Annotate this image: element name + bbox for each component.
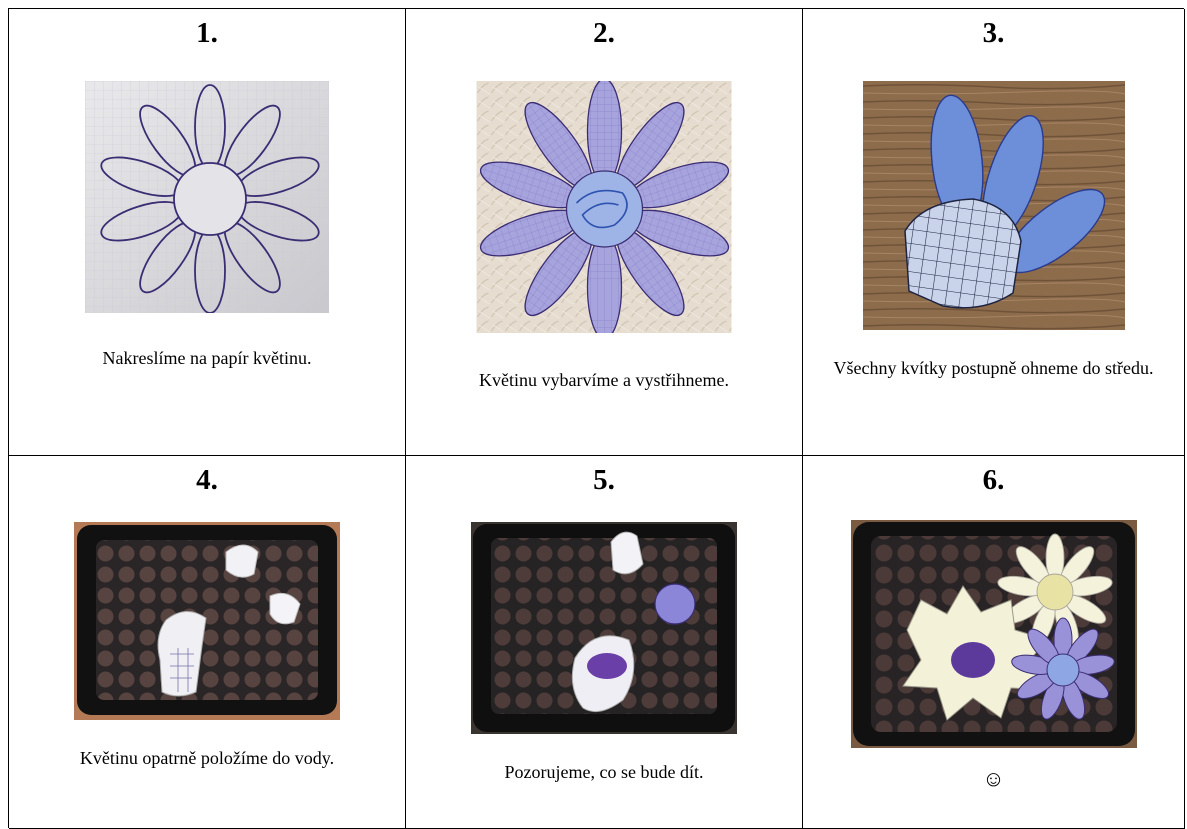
step-number: 1. <box>9 13 405 53</box>
step-cell-5: 5. Pozorujeme, co se bude dít. <box>406 456 803 829</box>
flower-in-water-photo <box>74 522 340 720</box>
opening-flower-photo <box>471 522 737 734</box>
step-caption: Pozorujeme, co se bude dít. <box>416 758 792 787</box>
step-number: 4. <box>9 460 405 500</box>
step-number: 5. <box>406 460 802 500</box>
step-caption: Nakreslíme na papír květinu. <box>19 344 395 373</box>
step-caption: Všechny kvítky postupně ohneme do středu… <box>813 354 1174 383</box>
step-number: 3. <box>803 13 1184 53</box>
folded-petals-photo <box>863 81 1125 330</box>
step-caption: ☺ <box>813 764 1174 793</box>
cut-out-flower-photo <box>477 81 732 333</box>
step-number: 6. <box>803 460 1184 500</box>
step-cell-1: 1. <box>9 9 406 456</box>
step-cell-4: 4. Květinu opatrně položíme do vody. <box>9 456 406 829</box>
step-number: 2. <box>406 13 802 53</box>
step-caption: Květinu opatrně položíme do vody. <box>19 744 395 773</box>
opened-flowers-photo <box>851 520 1137 748</box>
flower-drawing-photo <box>85 81 329 313</box>
instruction-table: 1. <box>8 8 1184 828</box>
step-cell-3: 3. <box>803 9 1185 456</box>
step-caption: Květinu vybarvíme a vystřihneme. <box>416 366 792 395</box>
step-cell-6: 6. <box>803 456 1185 829</box>
step-cell-2: 2. <box>406 9 803 456</box>
